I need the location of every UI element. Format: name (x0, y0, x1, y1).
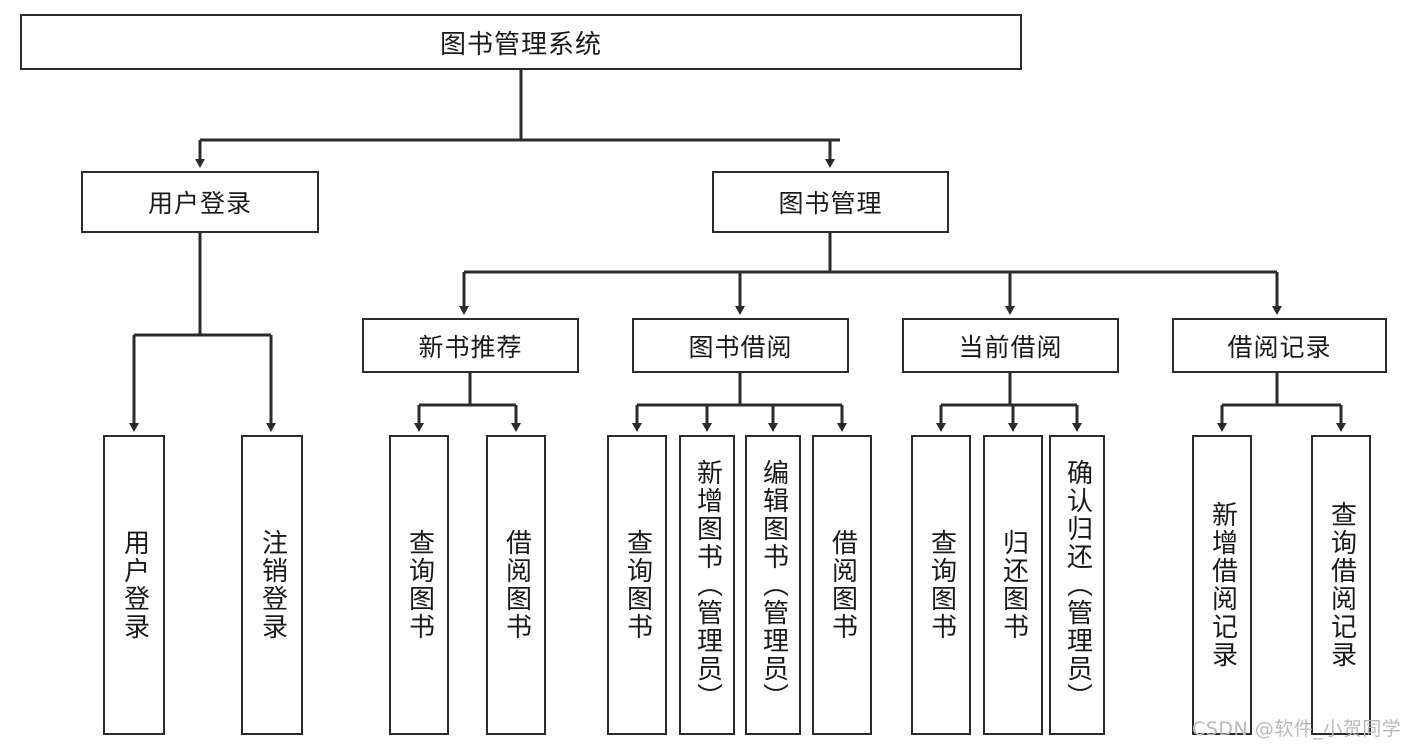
node-book-management[interactable]: 图书管理 (712, 171, 949, 233)
leaf-query-book-borrow[interactable]: 查询图书 (607, 435, 667, 735)
node-label: 查询图书 (926, 529, 957, 641)
leaf-query-book-current[interactable]: 查询图书 (911, 435, 971, 735)
leaf-add-book-admin[interactable]: 新增图书（管理员） (679, 435, 735, 735)
node-current-borrow[interactable]: 当前借阅 (902, 318, 1119, 373)
node-book-borrow[interactable]: 图书借阅 (632, 318, 849, 373)
node-borrow-record[interactable]: 借阅记录 (1172, 318, 1387, 373)
leaf-query-borrow-record[interactable]: 查询借阅记录 (1311, 435, 1371, 735)
node-label: 编辑图书（管理员） (758, 459, 789, 711)
leaf-confirm-return-admin[interactable]: 确认归还（管理员） (1049, 435, 1105, 735)
node-user-login[interactable]: 用户登录 (81, 171, 319, 233)
node-label: 用户登录 (147, 189, 252, 218)
node-label: 图书借阅 (688, 332, 793, 362)
leaf-edit-book-admin[interactable]: 编辑图书（管理员） (745, 435, 801, 735)
node-new-book-recommend[interactable]: 新书推荐 (362, 318, 579, 373)
node-root-system[interactable]: 图书管理系统 (20, 14, 1022, 70)
node-label: 图书管理系统 (439, 29, 602, 60)
leaf-return-book[interactable]: 归还图书 (983, 435, 1043, 735)
leaf-user-logout[interactable]: 注销登录 (241, 435, 303, 735)
node-label: 新增借阅记录 (1207, 501, 1238, 669)
leaf-query-book-newbook[interactable]: 查询图书 (389, 435, 449, 735)
node-label: 借阅记录 (1227, 332, 1332, 362)
node-label: 当前借阅 (958, 332, 1063, 362)
node-label: 查询图书 (404, 529, 435, 641)
leaf-borrow-book-newbook[interactable]: 借阅图书 (486, 435, 546, 735)
node-label: 新书推荐 (418, 332, 523, 362)
node-label: 图书管理 (778, 189, 883, 218)
leaf-add-borrow-record[interactable]: 新增借阅记录 (1192, 435, 1252, 735)
node-label: 用户登录 (119, 529, 150, 641)
node-label: 新增图书（管理员） (692, 459, 723, 711)
node-label: 查询借阅记录 (1326, 501, 1357, 669)
leaf-user-login[interactable]: 用户登录 (103, 435, 165, 735)
csdn-watermark: CSDN @软件_小贺同学 (1192, 718, 1402, 740)
node-label: 确认归还（管理员） (1062, 459, 1093, 711)
node-label: 借阅图书 (501, 529, 532, 641)
node-label: 查询图书 (622, 529, 653, 641)
node-label: 借阅图书 (827, 529, 858, 641)
leaf-borrow-book[interactable]: 借阅图书 (812, 435, 872, 735)
node-label: 注销登录 (257, 529, 288, 641)
node-label: 归还图书 (998, 529, 1029, 641)
